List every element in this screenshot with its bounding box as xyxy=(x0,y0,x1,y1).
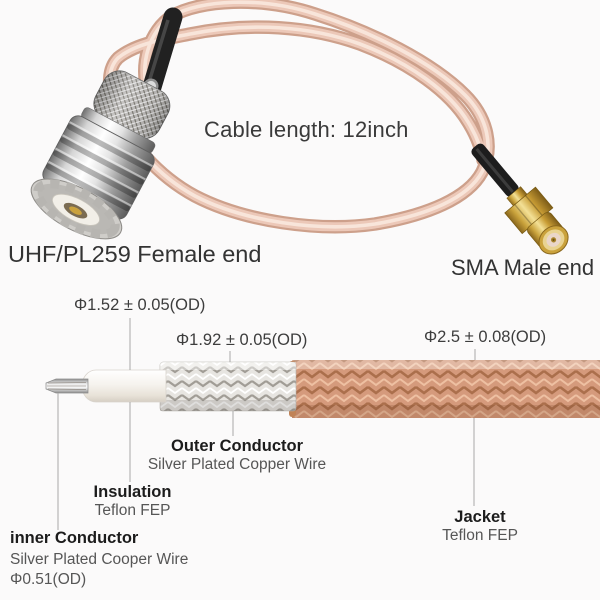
callout-jacket: Jacket Teflon FEP xyxy=(400,508,560,546)
insulation-title: Insulation xyxy=(93,483,172,501)
outer-conductor-title: Outer Conductor xyxy=(171,437,303,455)
inner-conductor-od: Φ0.51(OD) xyxy=(10,571,87,589)
cable-loop xyxy=(103,0,495,234)
sma-connector-label: SMA Male end xyxy=(451,255,595,280)
callout-outer-conductor: Outer Conductor Silver Plated Copper Wir… xyxy=(127,437,347,475)
callout-inner-conductor: inner Conductor Silver Plated Cooper Wir… xyxy=(10,528,240,591)
cutaway-inner-conductor xyxy=(45,378,89,394)
leader-lines xyxy=(57,318,476,530)
insulation-subtitle: Teflon FEP xyxy=(94,502,171,520)
uhf-connector-label: UHF/PL259 Female end xyxy=(8,241,262,267)
uhf-heatshrink xyxy=(142,7,183,97)
uhf-connector-illustration xyxy=(30,70,171,240)
callout-insulation: Insulation Teflon FEP xyxy=(55,483,210,521)
outer-conductor-subtitle: Silver Plated Copper Wire xyxy=(147,456,327,474)
cutaway-jacket xyxy=(289,360,600,418)
cable-length-label: Cable length: 12inch xyxy=(204,117,409,142)
cutaway-insulation xyxy=(81,369,167,403)
jacket-subtitle: Teflon FEP xyxy=(442,527,518,545)
dim-jacket-od: Φ2.5 ± 0.08(OD) xyxy=(424,328,547,346)
cutaway-outer-braid xyxy=(159,361,297,412)
inner-conductor-title: inner Conductor xyxy=(10,529,139,547)
uhf-center-socket xyxy=(69,206,82,215)
sma-heatshrink xyxy=(471,143,519,197)
dim-insulation-od: Φ1.52 ± 0.05(OD) xyxy=(74,296,206,314)
jacket-title: Jacket xyxy=(454,508,506,526)
inner-conductor-subtitle: Silver Plated Cooper Wire xyxy=(10,550,189,568)
sma-connector-illustration xyxy=(471,143,569,255)
dim-outer-conductor-od: Φ1.92 ± 0.05(OD) xyxy=(176,331,308,349)
